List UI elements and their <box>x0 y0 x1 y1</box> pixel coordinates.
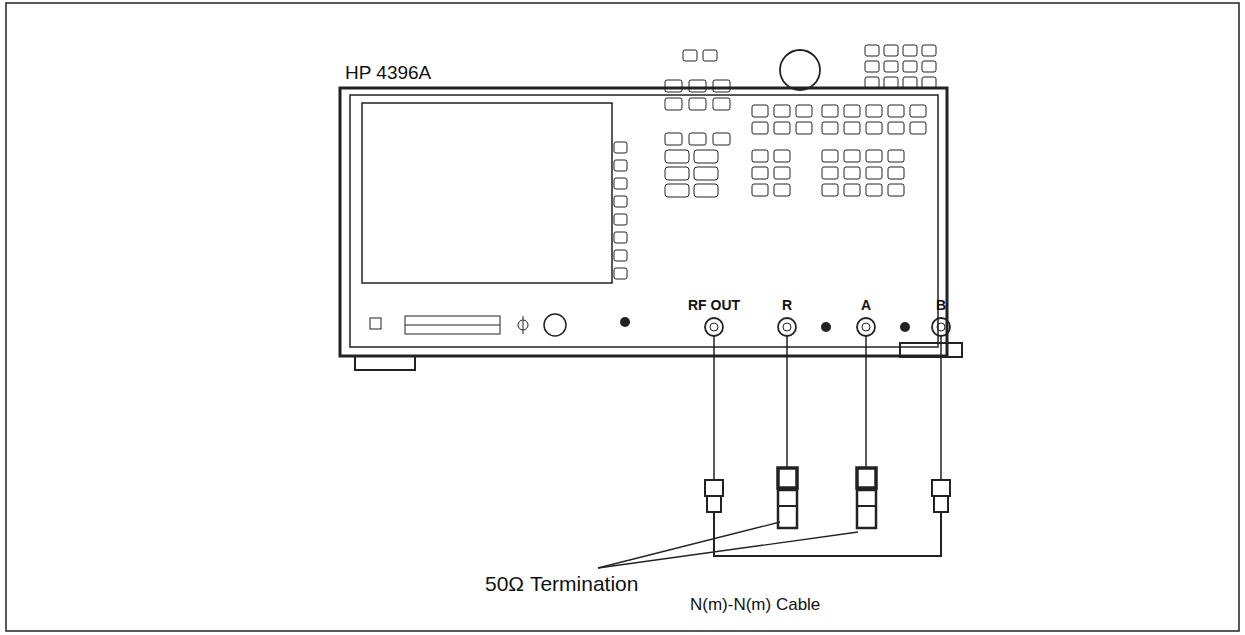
part-label: 50Ω Termination <box>485 572 638 595</box>
frame-border <box>6 3 1239 631</box>
analyzer-front-panel <box>340 45 962 370</box>
port-label: RF OUT <box>688 298 740 313</box>
port-label: R <box>782 298 792 313</box>
port-label: B <box>936 298 946 313</box>
panel-dots <box>620 317 910 332</box>
instrument-name: HP 4396A <box>345 63 431 84</box>
part-label: N(m)-N(m) Cable <box>690 596 820 615</box>
port-label: A <box>861 298 871 313</box>
connectors-and-cable <box>598 336 950 568</box>
